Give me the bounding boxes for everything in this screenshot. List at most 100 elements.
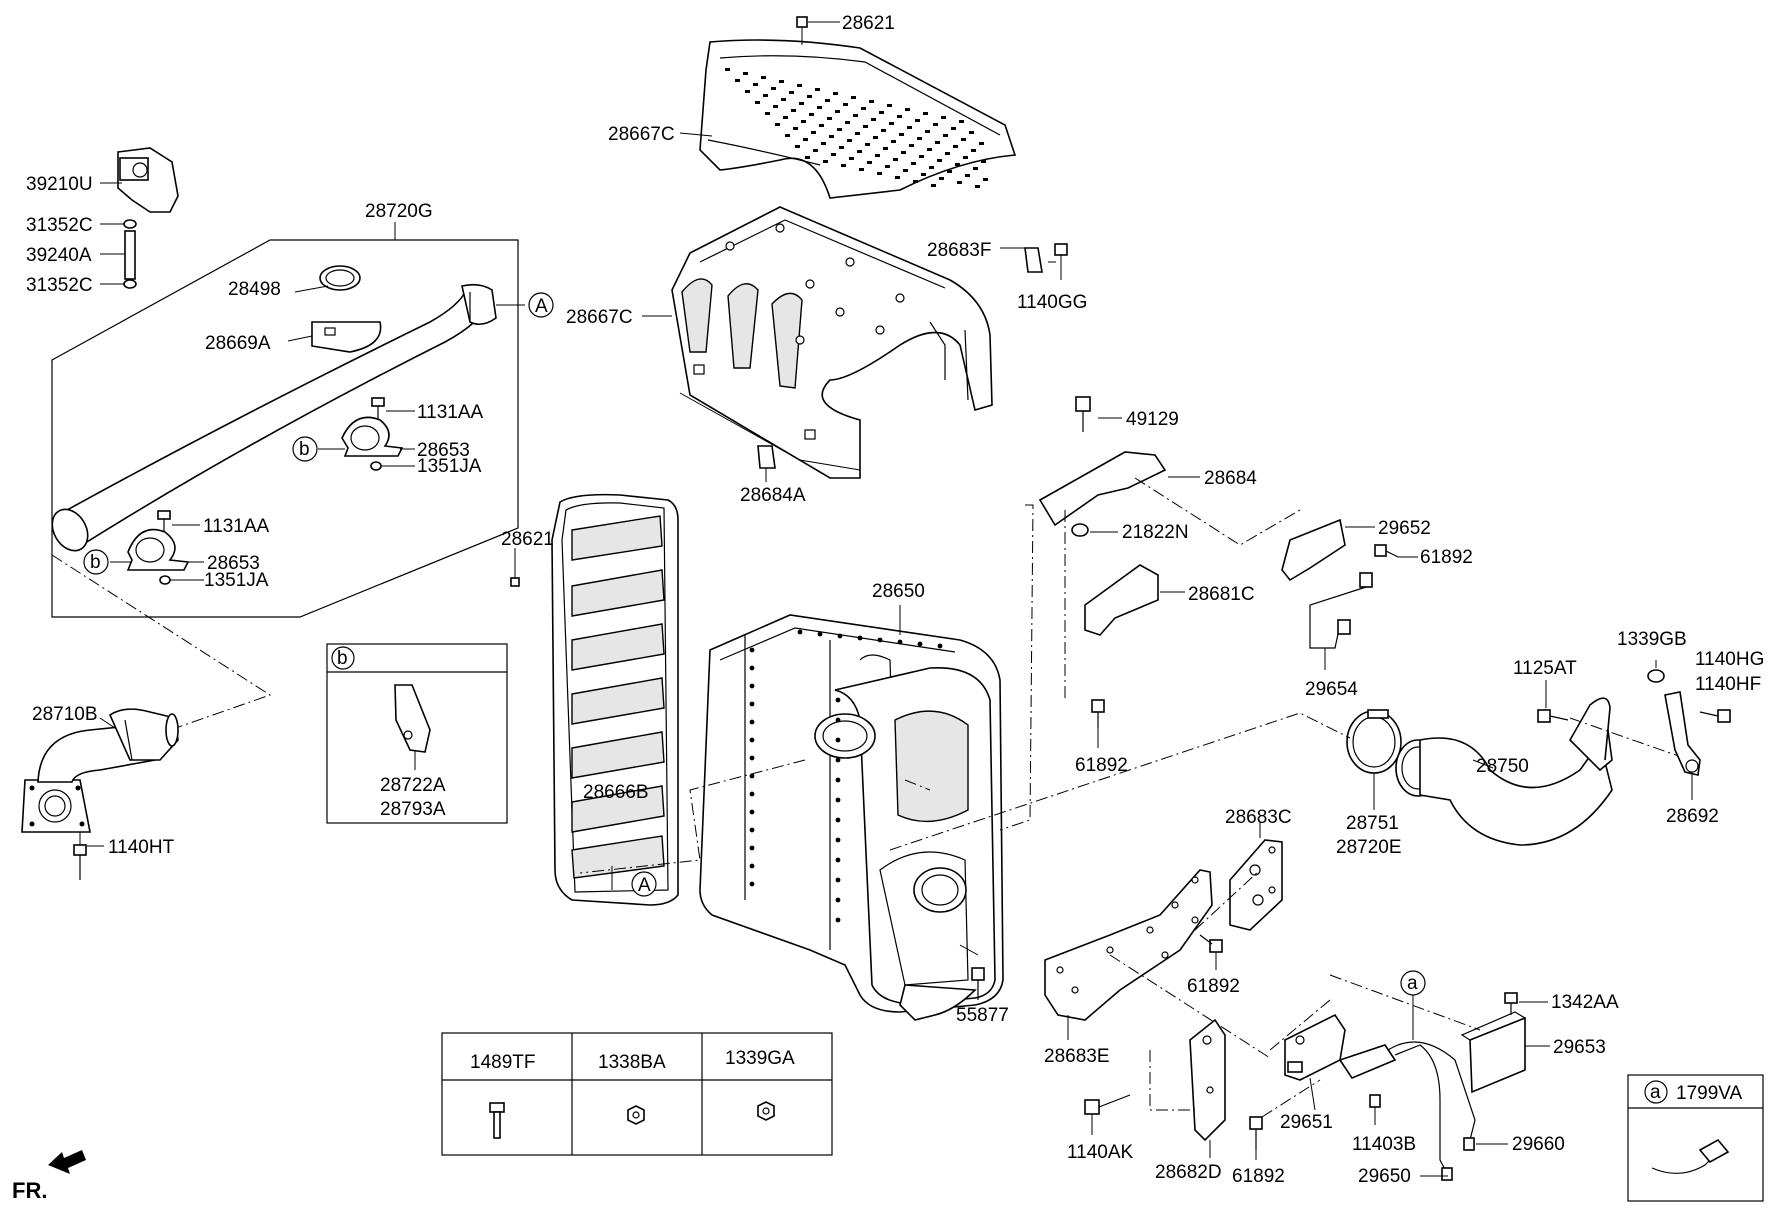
- perforation-hole: [855, 132, 860, 135]
- nut-1351JA-a: [370, 461, 415, 471]
- perforation-hole: [945, 152, 950, 155]
- perforation-hole: [803, 138, 808, 141]
- label-29650: 29650: [1358, 1166, 1411, 1187]
- perforation-hole: [793, 127, 798, 130]
- label-28498: 28498: [228, 279, 281, 300]
- clamp-28498: [294, 265, 361, 293]
- shield-perforation: [725, 68, 988, 188]
- flange-hole: [749, 791, 755, 797]
- bolt-61892-d: [1249, 1079, 1321, 1160]
- label-28683C: 28683C: [1225, 807, 1292, 828]
- bracket-28682D: [1189, 1018, 1226, 1158]
- label-28750: 28750: [1476, 756, 1529, 777]
- bolt-61892-b: [1091, 699, 1105, 748]
- flange-hole: [837, 633, 843, 639]
- perforation-hole: [961, 138, 966, 141]
- fastener-table: 1489TF 1338BA 1339GA: [441, 1032, 833, 1156]
- flange-hole: [835, 877, 841, 883]
- perforation-hole: [859, 168, 864, 171]
- front-direction-arrow: [48, 1150, 86, 1174]
- bracket-28683E: [1044, 869, 1213, 1040]
- perforation-hole: [963, 156, 968, 159]
- label-1339GB: 1339GB: [1617, 629, 1687, 650]
- label-28667C-top: 28667C: [608, 124, 675, 145]
- flange-hole: [937, 643, 943, 649]
- flange-hole: [749, 827, 755, 833]
- label-21822N: 21822N: [1122, 522, 1189, 543]
- label-61892-a: 61892: [1420, 547, 1473, 568]
- label-1140AK: 1140AK: [1067, 1142, 1134, 1163]
- perforation-hole: [765, 112, 770, 115]
- bolt-28621-top: [796, 16, 840, 45]
- flange-hole: [897, 639, 903, 645]
- hose-clamp-31352C-a: [100, 219, 137, 229]
- flange-hole: [749, 773, 755, 779]
- label-28722A: 28722A: [380, 775, 446, 796]
- label-31352C-b: 31352C: [26, 275, 93, 296]
- perforation-hole: [979, 142, 984, 145]
- inset-b-box: b: [326, 643, 508, 824]
- perforation-hole: [801, 120, 806, 123]
- bolt-1140AK: [1084, 1094, 1131, 1135]
- front-direction-label: FR.: [12, 1178, 47, 1203]
- sensor-bracket-29651: [1269, 999, 1346, 1111]
- perforation-hole: [915, 119, 920, 122]
- flange-hole: [749, 809, 755, 815]
- label-28621-mid: 28621: [501, 529, 554, 550]
- perforation-hole: [955, 163, 960, 166]
- module-29653: [1460, 1011, 1550, 1094]
- flange-hole: [749, 683, 755, 689]
- pressure-sensor-39210U: [100, 147, 179, 213]
- label-1131AA-b: 1131AA: [203, 516, 270, 537]
- clamp-28653-a: [318, 416, 415, 457]
- perforation-hole: [879, 111, 884, 114]
- table-header-1489TF: 1489TF: [470, 1052, 535, 1073]
- perforation-hole: [901, 151, 906, 154]
- flange-hole: [749, 755, 755, 761]
- perforation-hole: [897, 115, 902, 118]
- perforation-hole: [951, 127, 956, 130]
- flange-hole: [749, 665, 755, 671]
- perforation-hole: [871, 118, 876, 121]
- perforation-hole: [973, 167, 978, 170]
- perforation-hole: [851, 96, 856, 99]
- bracket-28681C: [1084, 564, 1185, 636]
- label-39240A: 39240A: [26, 245, 92, 266]
- exhaust-pipe-28720G: [51, 283, 525, 552]
- perforation-hole: [823, 160, 828, 163]
- perforation-hole: [929, 166, 934, 169]
- label-28650: 28650: [872, 581, 925, 602]
- table-header-1338BA: 1338BA: [598, 1052, 666, 1073]
- bolt-1125AT: [1537, 680, 1569, 723]
- label-1140HG: 1140HG: [1695, 649, 1764, 670]
- label-28653-a: 28653: [417, 440, 470, 461]
- nut-icon: [627, 1105, 645, 1125]
- label-1125AT: 1125AT: [1513, 658, 1577, 679]
- svg-text:a: a: [1650, 1082, 1661, 1103]
- label-28667C-mid: 28667C: [566, 307, 633, 328]
- perforation-hole: [953, 145, 958, 148]
- callout-b-top: b: [292, 436, 318, 462]
- perforation-hole: [983, 178, 988, 181]
- label-28751: 28751: [1346, 813, 1399, 834]
- perforation-hole: [841, 164, 846, 167]
- label-28692: 28692: [1666, 806, 1719, 827]
- label-1342AA: 1342AA: [1551, 992, 1619, 1013]
- nut-21822N: [1071, 523, 1118, 537]
- perforation-hole: [923, 112, 928, 115]
- perforation-hole: [895, 176, 900, 179]
- clamp-28751: [1346, 709, 1402, 810]
- perforation-hole: [957, 181, 962, 184]
- perforation-hole: [835, 110, 840, 113]
- perforation-hole: [827, 117, 832, 120]
- perforation-hole: [863, 125, 868, 128]
- perforation-hole: [899, 133, 904, 136]
- bracket-28683C: [1229, 822, 1283, 931]
- nut-icon: [757, 1101, 775, 1121]
- perforation-hole: [927, 148, 932, 151]
- perforation-hole: [933, 123, 938, 126]
- perforation-hole: [725, 68, 730, 71]
- svg-text:A: A: [638, 875, 651, 896]
- perforation-hole: [833, 92, 838, 95]
